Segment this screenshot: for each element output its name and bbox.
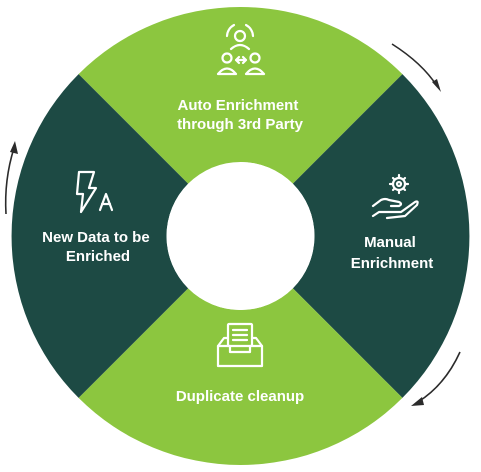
- flow-arrow-left: [4, 141, 18, 215]
- lightning-a-icon: [75, 170, 114, 214]
- label-line: Enriched: [66, 248, 130, 265]
- label-auto-enrichment: Auto Enrichment through 3rd Party: [177, 97, 304, 133]
- label-line: New Data to be: [42, 229, 150, 246]
- people-exchange-icon: [216, 23, 266, 76]
- segment-auto-enrichment: [78, 7, 403, 184]
- flow-arrow-bottom-right: [411, 351, 461, 406]
- segment-duplicate-cleanup: [78, 288, 403, 465]
- document-tray-icon: [216, 322, 264, 368]
- hand-gear-icon: [371, 173, 419, 220]
- label-line: Enrichment: [351, 255, 434, 272]
- center-circle: [166, 162, 315, 310]
- label-new-data: New Data to be Enriched: [42, 229, 154, 265]
- label-duplicate-cleanup: Duplicate cleanup: [176, 388, 304, 405]
- label-manual-enrichment: Manual Enrichment: [351, 234, 434, 272]
- label-line: Manual: [364, 234, 416, 251]
- segment-new-data: [11, 74, 189, 398]
- flow-arrow-top-right: [391, 43, 441, 92]
- label-line: through 3rd Party: [177, 116, 304, 133]
- label-line: Auto Enrichment: [177, 97, 298, 114]
- label-line: Duplicate cleanup: [176, 388, 304, 405]
- segment-manual-enrichment: [292, 74, 470, 398]
